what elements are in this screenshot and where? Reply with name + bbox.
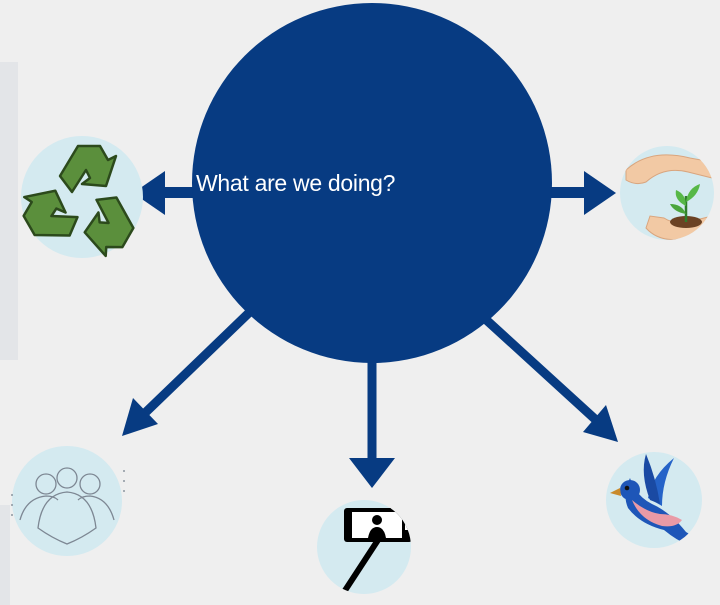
plant-node [620,146,714,240]
arrow-down-left [122,302,260,436]
center-circle [192,3,552,363]
people-group-icon [11,467,125,545]
side-panel-upper [0,62,18,360]
hands-protecting-plant-icon [625,154,713,240]
recycle-node [21,136,143,258]
arrow-right [548,171,616,215]
arrow-down-right [478,312,618,442]
selfie-node [317,500,411,594]
recycle-icon [22,144,135,258]
blue-bird-icon [610,454,702,548]
arrow-left [133,171,202,215]
selfie-stick-phone-icon [341,508,411,594]
bird-node [606,452,702,548]
people-node [11,446,125,556]
center-question: What are we doing? [196,170,396,196]
side-panel-lower [0,505,10,605]
